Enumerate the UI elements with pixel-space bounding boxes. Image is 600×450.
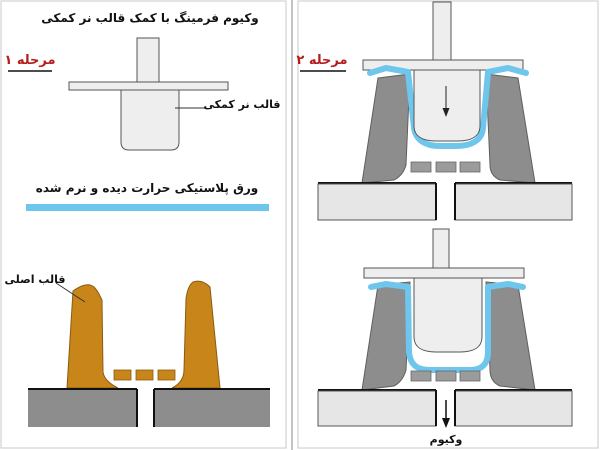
left-base-block	[154, 390, 270, 427]
vent-block	[135, 369, 154, 381]
plug-rod	[432, 228, 450, 270]
plug-plate	[363, 267, 525, 279]
base-block	[317, 183, 437, 221]
vent-block	[410, 161, 432, 173]
plug-rod	[136, 37, 160, 85]
base-block	[317, 390, 437, 427]
stage2-top	[317, 1, 573, 221]
right-stage-label: مرحله ۲	[296, 53, 348, 72]
mold-vent-blocks	[410, 161, 481, 173]
stage2-bottom: وکیوم	[317, 228, 573, 446]
mold-vent-blocks	[410, 370, 481, 382]
plug-plate	[68, 81, 229, 91]
vent-block	[157, 369, 176, 381]
vacuum-label: وکیوم	[430, 433, 463, 446]
right-stage-text: مرحله ۲	[296, 53, 347, 68]
mold-vent-blocks	[113, 369, 176, 381]
plug-body	[120, 89, 180, 151]
left-title: وکیوم فرمینگ با کمک قالب نر کمکی	[41, 11, 259, 26]
vent-block	[410, 370, 432, 382]
vent-block	[459, 161, 481, 173]
vent-block	[113, 369, 132, 381]
sheet-label: ورق پلاستیکی حرارت دیده و نرم شده	[36, 181, 258, 196]
plug-body	[413, 69, 481, 142]
heated-sheet	[26, 204, 269, 211]
base-block	[454, 390, 573, 427]
left-base	[28, 388, 270, 427]
plug-label: قالب نر کمکی	[203, 98, 280, 111]
main-mold-right	[171, 280, 221, 389]
left-base-block	[28, 390, 137, 427]
formed-sheet	[368, 281, 526, 373]
vacuum-arrowhead	[442, 418, 450, 428]
plug-body	[413, 277, 483, 353]
plug-assist	[68, 37, 229, 151]
base-block	[454, 183, 573, 221]
grey-mold-left	[361, 73, 411, 184]
mold-leader-line	[55, 282, 86, 303]
main-mold-left	[66, 284, 119, 389]
vent-block	[435, 161, 457, 173]
grey-mold-right	[485, 281, 536, 391]
vent-block	[435, 370, 457, 382]
plug-motion-arrowhead	[442, 108, 450, 117]
mold-label: قالب اصلی	[5, 273, 66, 286]
plug-rod	[432, 1, 452, 61]
vent-block	[459, 370, 481, 382]
left-stage-label: مرحله ۱	[4, 53, 56, 72]
grey-mold-left	[361, 281, 411, 391]
left-stage-text: مرحله ۱	[4, 53, 55, 68]
